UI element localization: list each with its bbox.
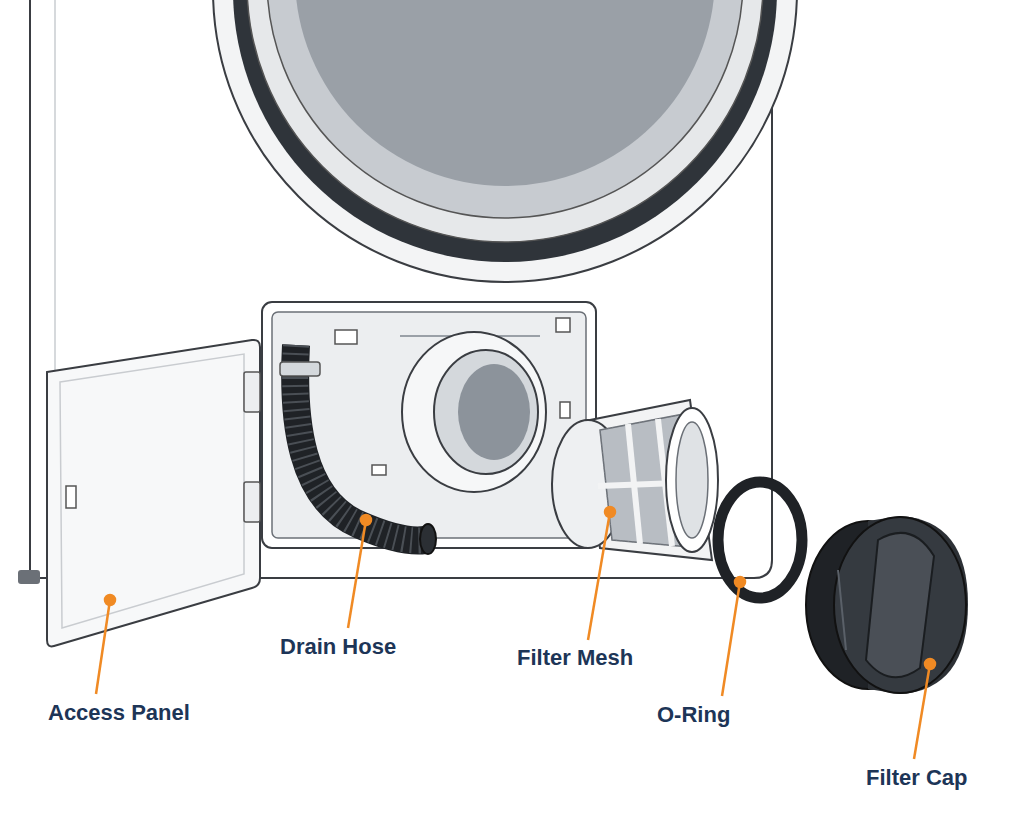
o-ring	[718, 482, 802, 598]
part-label: Access Panel	[48, 700, 190, 726]
filter-cap	[806, 516, 968, 694]
part-label: O-Ring	[657, 702, 730, 728]
leader-lines	[96, 507, 935, 759]
drain-hose	[280, 345, 436, 554]
access-opening	[262, 302, 596, 548]
part-label: Filter Mesh	[517, 645, 633, 671]
filter-mesh	[552, 400, 718, 560]
access-panel	[47, 340, 260, 647]
part-label: Filter Cap	[866, 765, 967, 791]
machine-foot	[18, 570, 40, 584]
part-label: Drain Hose	[280, 634, 396, 660]
door	[213, 0, 797, 282]
